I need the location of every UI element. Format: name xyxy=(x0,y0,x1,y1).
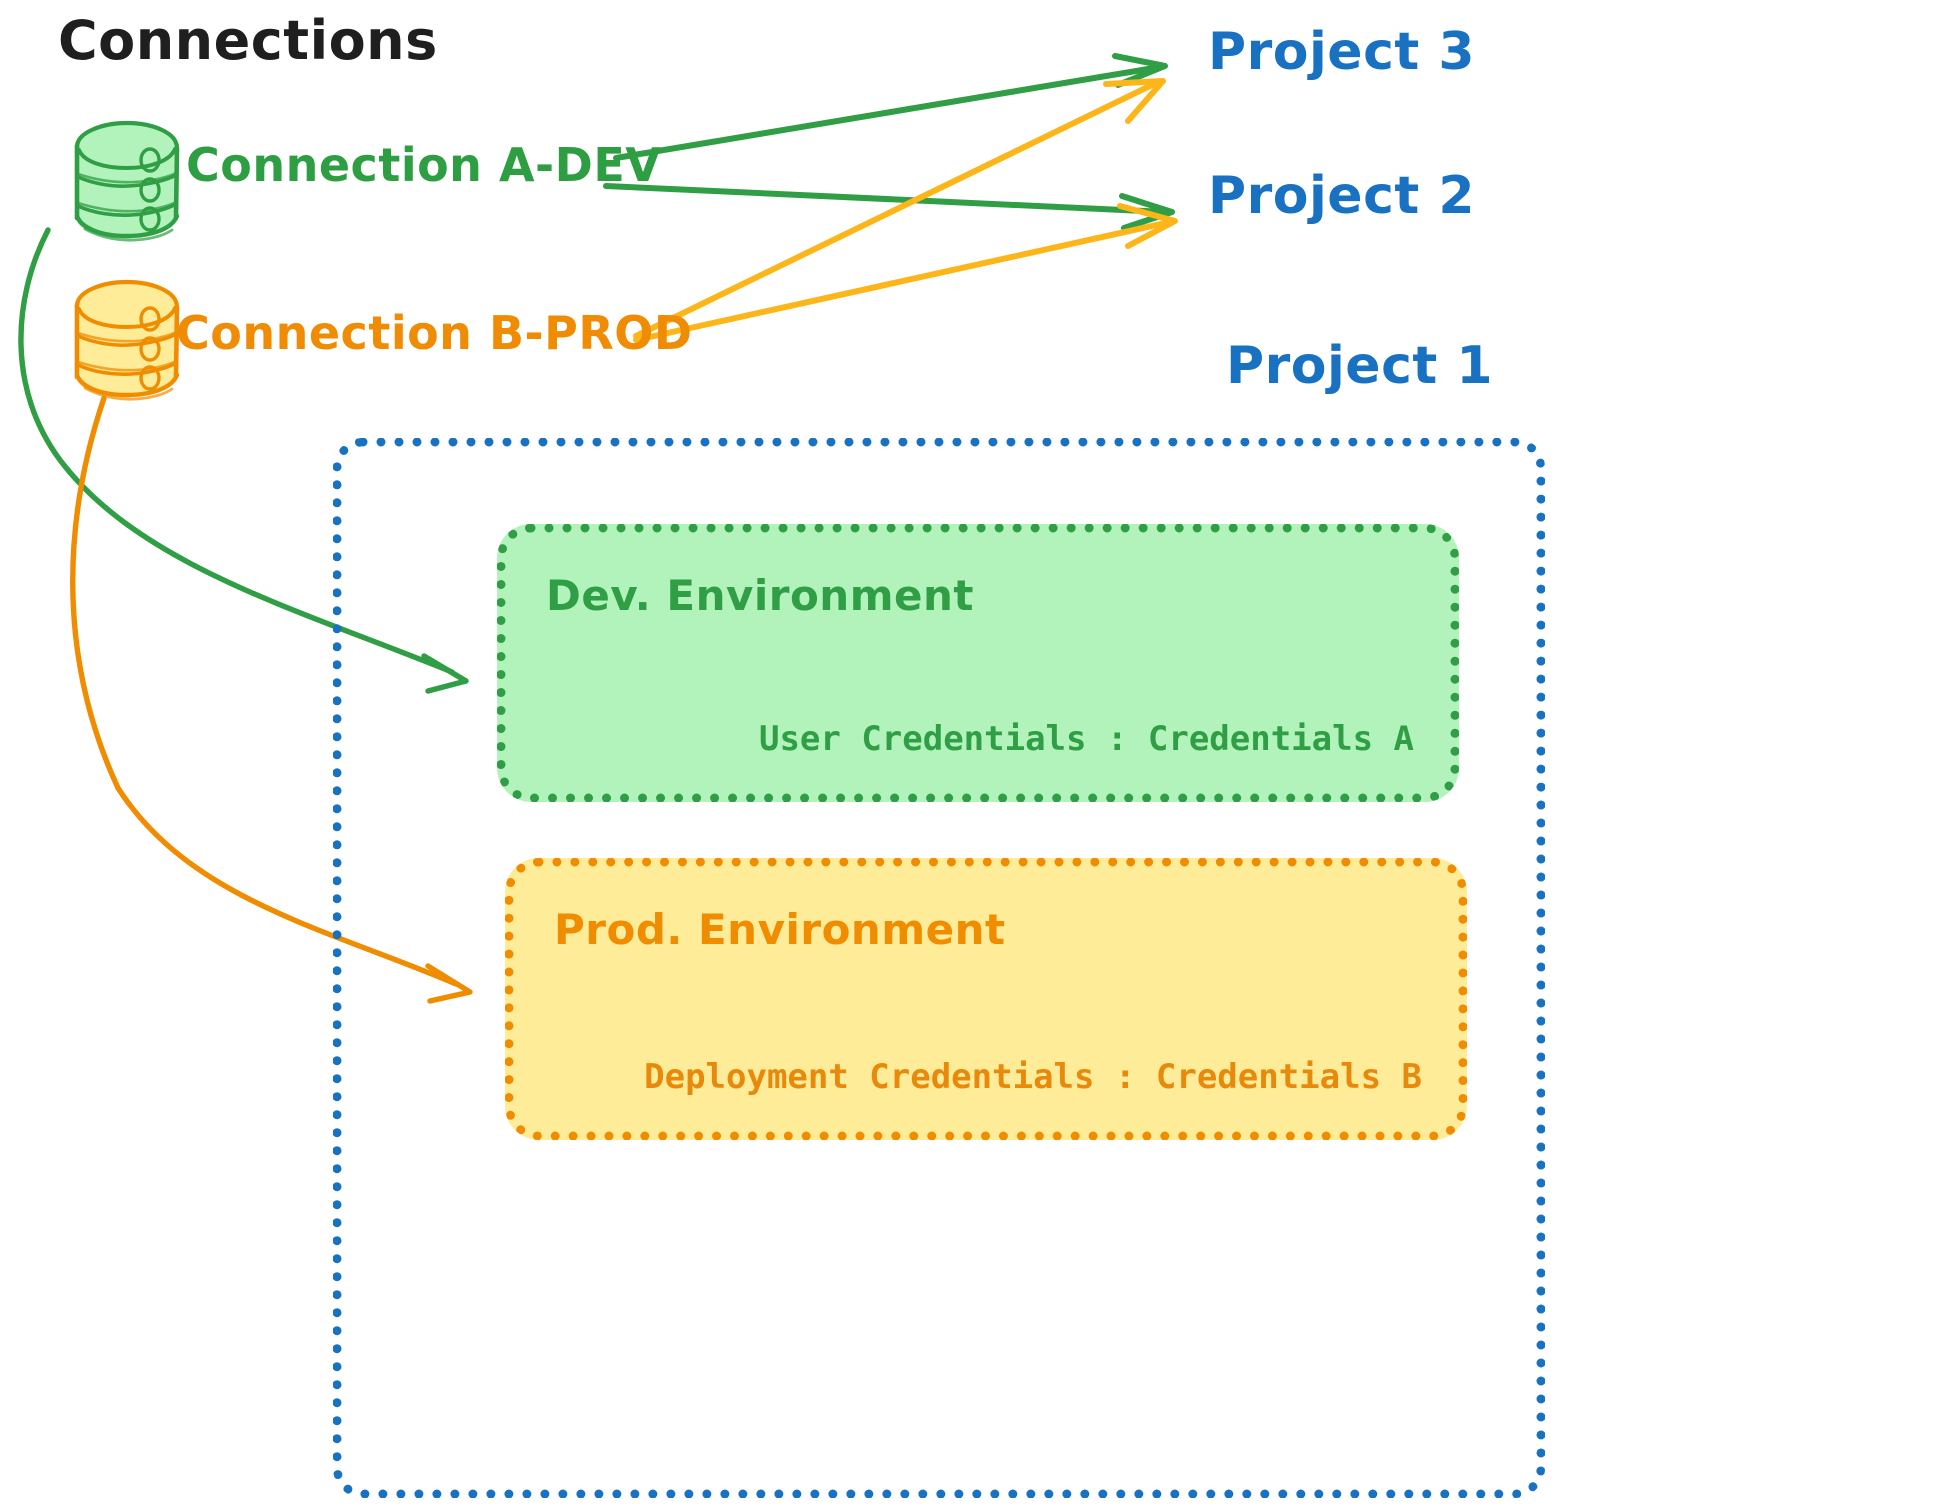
project-2-label[interactable]: Project 2 xyxy=(1208,166,1476,226)
connection-a-label[interactable]: Connection A-DEV xyxy=(186,138,662,192)
project-3-label[interactable]: Project 3 xyxy=(1208,22,1476,82)
database-icon-b xyxy=(74,279,180,401)
dev-environment-box[interactable]: Dev. Environment User Credentials : Cred… xyxy=(497,524,1459,802)
prod-environment-box[interactable]: Prod. Environment Deployment Credentials… xyxy=(505,858,1467,1140)
dev-environment-credentials: User Credentials : Credentials A xyxy=(758,719,1414,759)
page-title: Connections xyxy=(58,9,438,72)
arrow-conn-b-to-project-2 xyxy=(633,203,1178,343)
connection-b-label[interactable]: Connection B-PROD xyxy=(176,306,693,360)
project-1-container xyxy=(333,438,1545,1498)
project-1-label[interactable]: Project 1 xyxy=(1226,336,1494,396)
arrow-conn-a-to-project-2 xyxy=(603,183,1175,231)
database-icon-a xyxy=(74,120,180,242)
prod-environment-title: Prod. Environment xyxy=(554,905,1006,954)
arrow-conn-a-to-project-3 xyxy=(613,53,1168,161)
dev-environment-title: Dev. Environment xyxy=(546,571,974,620)
arrow-conn-b-to-project-3 xyxy=(633,78,1166,339)
arrow-conn-a-to-dev-environment xyxy=(18,227,469,694)
prod-environment-credentials: Deployment Credentials : Credentials B xyxy=(644,1057,1422,1097)
